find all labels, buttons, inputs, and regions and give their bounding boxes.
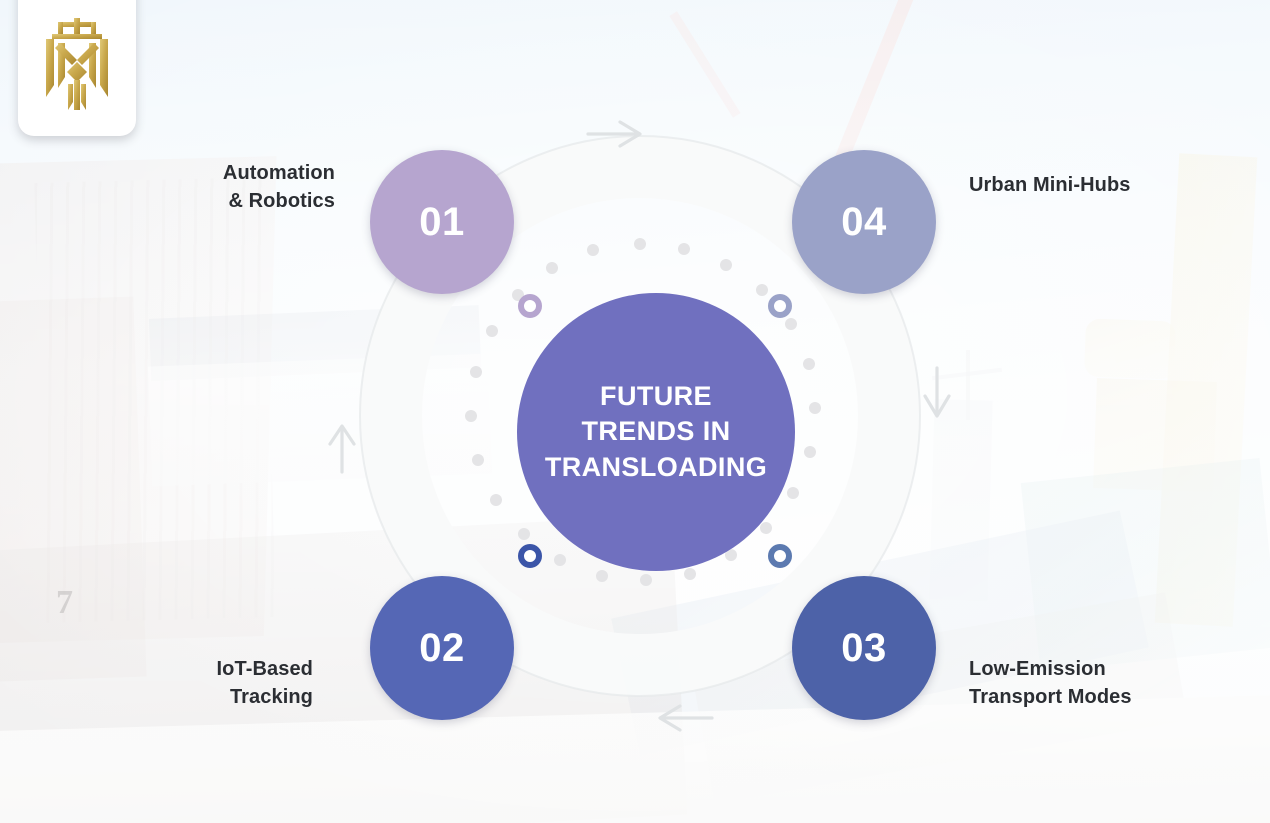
node-label-03: Low-Emission Transport Modes bbox=[969, 658, 1132, 708]
node-label-02: IoT-Based Tracking bbox=[216, 658, 313, 708]
node-circle-01[interactable]: 01 bbox=[370, 150, 514, 294]
node-label-04: Urban Mini-Hubs bbox=[969, 174, 1131, 196]
logo-card[interactable] bbox=[18, 0, 136, 136]
center-circle: FUTURE TRENDS IN TRANSLOADING bbox=[517, 293, 795, 571]
node-circle-04[interactable]: 04 bbox=[792, 150, 936, 294]
connector-marker-02 bbox=[518, 544, 542, 568]
company-crest-logo bbox=[46, 18, 108, 110]
node-label-01: Automation & Robotics bbox=[222, 162, 335, 212]
flow-arrows bbox=[328, 120, 951, 732]
node-number-01: 01 bbox=[419, 199, 465, 244]
dotted-inner-ring bbox=[465, 238, 821, 586]
connector-marker-04 bbox=[768, 294, 792, 318]
node-number-02: 02 bbox=[419, 625, 465, 670]
connector-marker-01 bbox=[518, 294, 542, 318]
cycle-ring-track bbox=[328, 120, 951, 732]
background-ghost-number: 7 bbox=[56, 584, 73, 621]
center-title: FUTURE TRENDS IN TRANSLOADING bbox=[544, 381, 768, 482]
connector-marker-03 bbox=[768, 544, 792, 568]
node-number-04: 04 bbox=[841, 199, 887, 244]
node-circle-02[interactable]: 02 bbox=[370, 576, 514, 720]
node-number-03: 03 bbox=[841, 625, 887, 670]
node-circle-03[interactable]: 03 bbox=[792, 576, 936, 720]
cycle-diagram: FUTURE TRENDS IN TRANSLOADING 01 04 02 0… bbox=[320, 96, 960, 736]
